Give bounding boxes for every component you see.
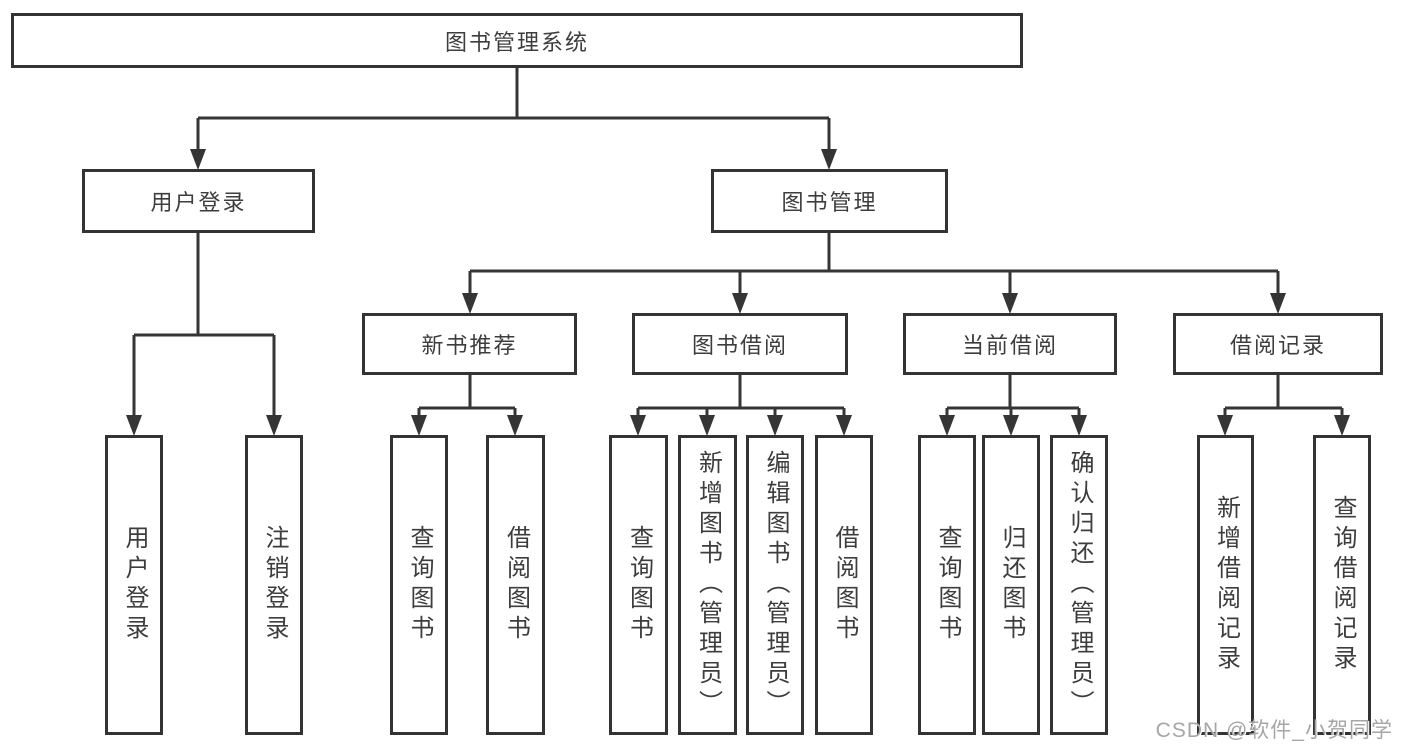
leaf-label: 新增图书（管理员） [694, 450, 722, 720]
node-current-borrow: 当前借阅 [903, 313, 1117, 375]
leaf-label: 新增借阅记录 [1212, 495, 1240, 675]
leaf-add-borrow-record: 新增借阅记录 [1197, 435, 1254, 735]
leaf-edit-book-admin: 编辑图书（管理员） [746, 435, 804, 735]
leaf-borrow-books-1: 借阅图书 [486, 435, 545, 735]
leaf-label: 查询借阅记录 [1329, 495, 1356, 675]
node-borrow-records: 借阅记录 [1173, 313, 1383, 375]
leaf-query-books-1: 查询图书 [390, 435, 448, 735]
leaf-label: 编辑图书（管理员） [762, 450, 789, 720]
leaf-borrow-books-2: 借阅图书 [815, 435, 873, 735]
node-book-management: 图书管理 [711, 169, 948, 233]
node-user-login: 用户登录 [82, 169, 315, 233]
leaf-label: 借阅图书 [502, 525, 530, 645]
leaf-add-book-admin: 新增图书（管理员） [678, 435, 737, 735]
leaf-label: 确认归还（管理员） [1066, 450, 1093, 720]
leaf-label: 注销登录 [261, 525, 288, 645]
node-root: 图书管理系统 [11, 13, 1023, 68]
leaf-label: 借阅图书 [831, 525, 858, 645]
leaf-label: 用户登录 [121, 525, 148, 645]
leaf-label: 查询图书 [625, 525, 653, 645]
node-book-borrow: 图书借阅 [632, 313, 848, 375]
leaf-logout: 注销登录 [245, 435, 303, 735]
leaf-user-login: 用户登录 [105, 435, 163, 735]
leaf-query-books-3: 查询图书 [918, 435, 976, 735]
leaf-confirm-return-admin: 确认归还（管理员） [1050, 435, 1108, 735]
node-new-book-recommend: 新书推荐 [362, 313, 577, 375]
leaf-return-books: 归还图书 [982, 435, 1040, 735]
leaf-query-books-2: 查询图书 [609, 435, 668, 735]
leaf-query-borrow-record: 查询借阅记录 [1313, 435, 1371, 735]
leaf-label: 归还图书 [998, 525, 1025, 645]
csdn-watermark: CSDN @软件_小贺同学 [1155, 719, 1393, 742]
leaf-label: 查询图书 [406, 525, 433, 645]
leaf-label: 查询图书 [934, 525, 961, 645]
